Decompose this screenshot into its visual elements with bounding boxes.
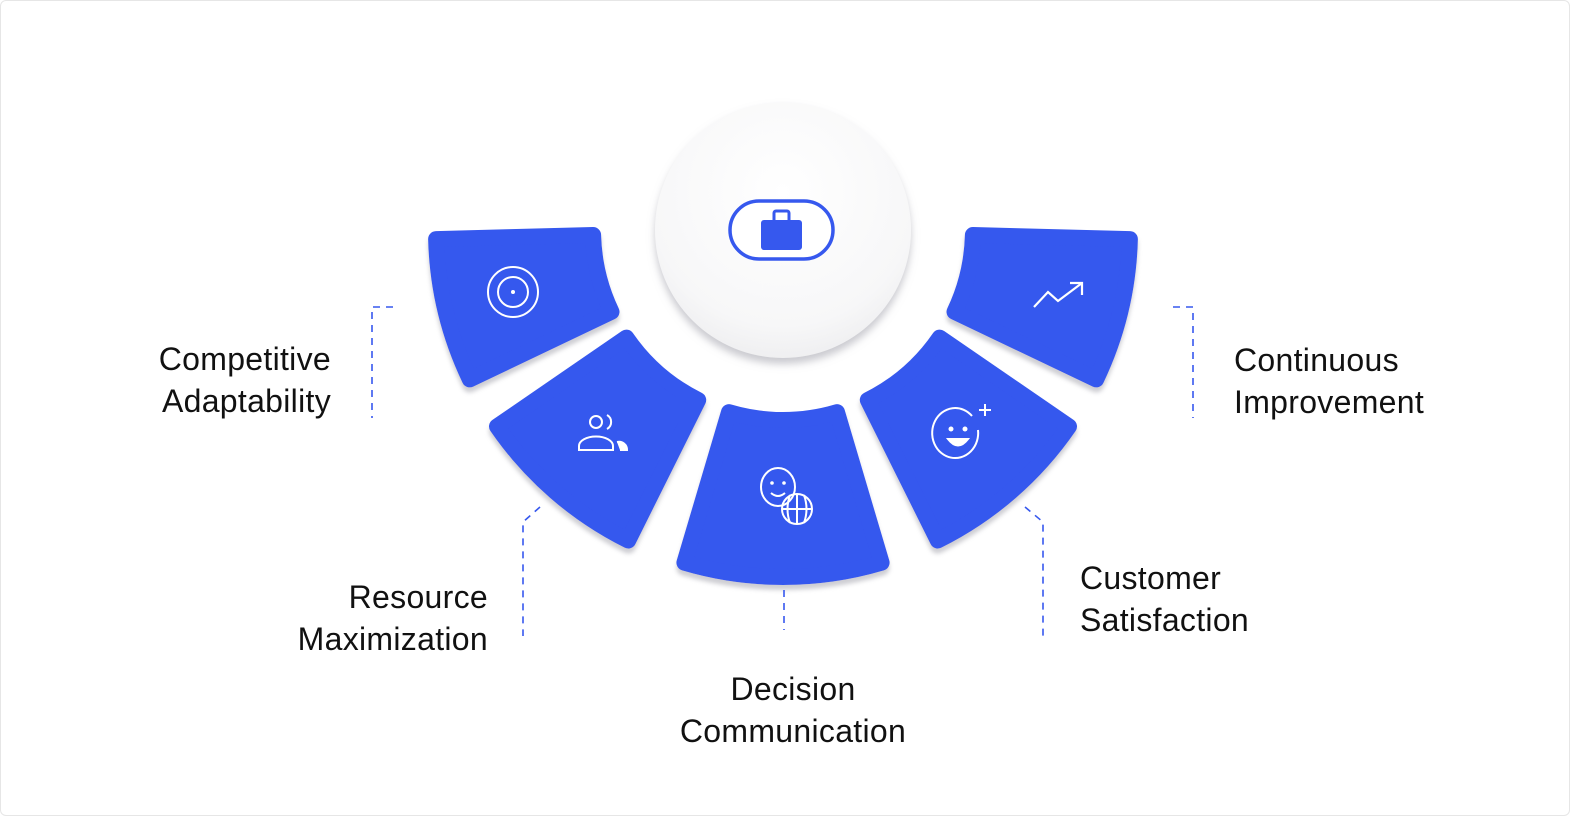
segment-competitive-adaptability [428, 227, 620, 388]
label-line: Resource [348, 579, 488, 615]
label-decision-communication: Decision Communication [643, 668, 943, 752]
label-line: Communication [679, 713, 907, 749]
center-hub [655, 102, 911, 358]
smile-plus-icon [931, 404, 991, 460]
label-resource-maximization: Resource Maximization [298, 576, 488, 660]
label-line: Continuous [1234, 342, 1399, 378]
smile-globe-icon [760, 467, 813, 525]
leader-lines [371, 306, 1194, 636]
label-line: Decision [730, 671, 856, 707]
leader-competitive-adaptability [371, 306, 393, 418]
label-customer-satisfaction: Customer Satisfaction [1080, 557, 1249, 641]
segment-continuous-improvement [946, 227, 1138, 388]
leader-resource-maximization [522, 506, 541, 636]
leader-continuous-improvement [1173, 306, 1194, 418]
segment-resource-maximization [489, 329, 707, 549]
briefcase-icon [761, 209, 802, 250]
label-continuous-improvement: Continuous Improvement [1234, 339, 1424, 423]
label-line: Customer [1080, 560, 1222, 596]
target-icon [487, 266, 539, 318]
label-competitive-adaptability: Competitive Adaptability [159, 338, 331, 422]
label-line: Competitive [158, 341, 331, 377]
users-icon [578, 414, 628, 451]
trend-up-icon [1033, 281, 1084, 308]
label-line: Satisfaction [1080, 602, 1250, 638]
label-line: Maximization [297, 621, 488, 657]
leader-customer-satisfaction [1024, 506, 1044, 636]
label-line: Improvement [1234, 384, 1425, 420]
label-line: Adaptability [161, 383, 331, 419]
